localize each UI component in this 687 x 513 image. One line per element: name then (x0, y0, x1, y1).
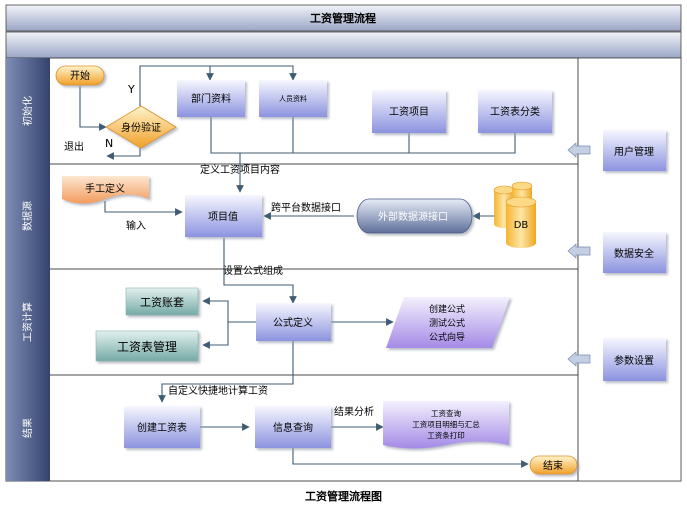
figure-caption: 工资管理流程图 (305, 490, 382, 503)
label-input: 输入 (126, 219, 146, 232)
edge-start-to-check (79, 86, 107, 131)
lane-label: 初始化 (21, 96, 34, 126)
left-arrow-icon (567, 243, 591, 259)
label-define-content: 定义工资项目内容 (200, 163, 280, 176)
edge-query-to-end (292, 445, 529, 468)
label-yes: Y (127, 83, 135, 96)
report-line-print: 工资条打印 (427, 430, 465, 440)
lane-label: 结果 (21, 418, 34, 438)
edge-dept-bus (210, 117, 516, 154)
edge-formula-to-account (202, 297, 256, 323)
label-custom-calc: 自定义快捷地计算工资 (168, 384, 268, 397)
formula-op-create: 创建公式 (429, 303, 465, 315)
db-icon[interactable]: DB (493, 181, 537, 248)
formula-op-wizard: 公式向导 (429, 331, 465, 343)
edge-formula-to-tablemgmt (202, 322, 229, 349)
left-arrow-icon (567, 351, 591, 367)
create-table-label: 创建工资表 (137, 421, 187, 434)
salary-account-box[interactable] (125, 287, 199, 316)
subtitle-bar (5, 31, 682, 59)
db-label: DB (514, 220, 529, 231)
edge-check-yes (139, 65, 214, 106)
salary-table-mgmt-label: 工资表管理 (117, 339, 177, 354)
data-security-box[interactable] (603, 232, 666, 273)
edge-set-formula (223, 238, 297, 304)
start-label: 开始 (70, 69, 90, 82)
staff-data-box[interactable] (259, 80, 327, 117)
label-exit: 退出 (64, 140, 84, 153)
label-set-formula: 设置公式组成 (223, 264, 283, 277)
id-check-label: 身份验证 (121, 121, 161, 134)
lane-label-bg (6, 58, 50, 164)
dept-data-box[interactable] (177, 80, 245, 117)
manual-define-doc[interactable] (62, 176, 149, 204)
ext-interface-cylinder[interactable] (356, 198, 473, 234)
lane-label: 数据源 (21, 201, 34, 231)
db-cylinder-front (506, 202, 536, 248)
dept-data-label: 部门资料 (191, 92, 231, 105)
title-bar (5, 4, 682, 32)
db-cylinder-front-top (505, 196, 537, 208)
user-management-box[interactable] (603, 130, 666, 171)
lane-label-bg (6, 164, 50, 269)
connectors (79, 65, 529, 468)
formula-op-test: 测试公式 (429, 317, 465, 329)
edge-manual-input (104, 201, 183, 216)
edge-check-no (106, 148, 141, 160)
manual-define-label: 手工定义 (85, 182, 125, 195)
salary-item-box[interactable] (372, 90, 446, 133)
left-arrow-icon (567, 142, 591, 158)
edge-check-yes-staff (210, 65, 297, 81)
end-label: 结束 (543, 459, 563, 472)
formula-def-label: 公式定义 (273, 316, 313, 329)
data-security-label: 数据安全 (614, 247, 654, 260)
lane-label-bg (6, 269, 50, 375)
start-node[interactable] (55, 65, 105, 86)
user-management-label: 用户管理 (614, 145, 654, 158)
report-line-detail: 工资项目明细与汇总 (412, 419, 480, 429)
staff-data-label: 人员资料 (279, 94, 307, 103)
edge-custom-calc (158, 341, 294, 403)
page-title: 工资管理流程 (310, 11, 376, 25)
nodes: 开始 身份验证 部门资料 人员资料 工资项目 工资表分类 手工定义 项目值 外部… (55, 65, 578, 475)
salary-class-label: 工资表分类 (490, 105, 540, 118)
ext-interface-label: 外部数据源接口 (378, 210, 448, 223)
side-panel-items: 用户管理 数据安全 参数设置 (567, 130, 666, 381)
salary-class-box[interactable] (478, 90, 552, 133)
label-result-analysis: 结果分析 (334, 405, 374, 418)
info-query-label: 信息查询 (273, 421, 313, 434)
salary-item-label: 工资项目 (389, 106, 429, 118)
lane-label: 工资计算 (21, 302, 34, 342)
id-check-decision[interactable] (105, 105, 177, 149)
item-value-label: 项目值 (208, 210, 238, 223)
item-value-box[interactable] (185, 195, 262, 237)
edge-labels: Y N 退出 定义工资项目内容 输入 跨平台数据接口 设置公式组成 自定义快捷地… (64, 83, 374, 418)
end-node[interactable] (529, 455, 578, 475)
db-cylinder-mid-top (511, 181, 533, 191)
label-cross-platform: 跨平台数据接口 (271, 201, 341, 214)
db-cylinder-back-top (493, 185, 515, 195)
create-table-box[interactable] (124, 406, 200, 448)
info-query-box[interactable] (255, 406, 331, 448)
parameter-settings-box[interactable] (603, 338, 666, 381)
parameter-settings-label: 参数设置 (614, 354, 654, 367)
label-no: N (105, 137, 113, 150)
report-line-query: 工资查询 (431, 408, 461, 418)
lane-label-bg (6, 375, 50, 481)
formula-ops-parallelogram[interactable] (386, 297, 510, 348)
report-doc[interactable] (383, 401, 509, 449)
header: 工资管理流程 (5, 4, 682, 59)
formula-def-box[interactable] (256, 303, 331, 341)
salary-table-mgmt-box[interactable] (95, 330, 199, 362)
salary-account-label: 工资账套 (140, 296, 184, 309)
